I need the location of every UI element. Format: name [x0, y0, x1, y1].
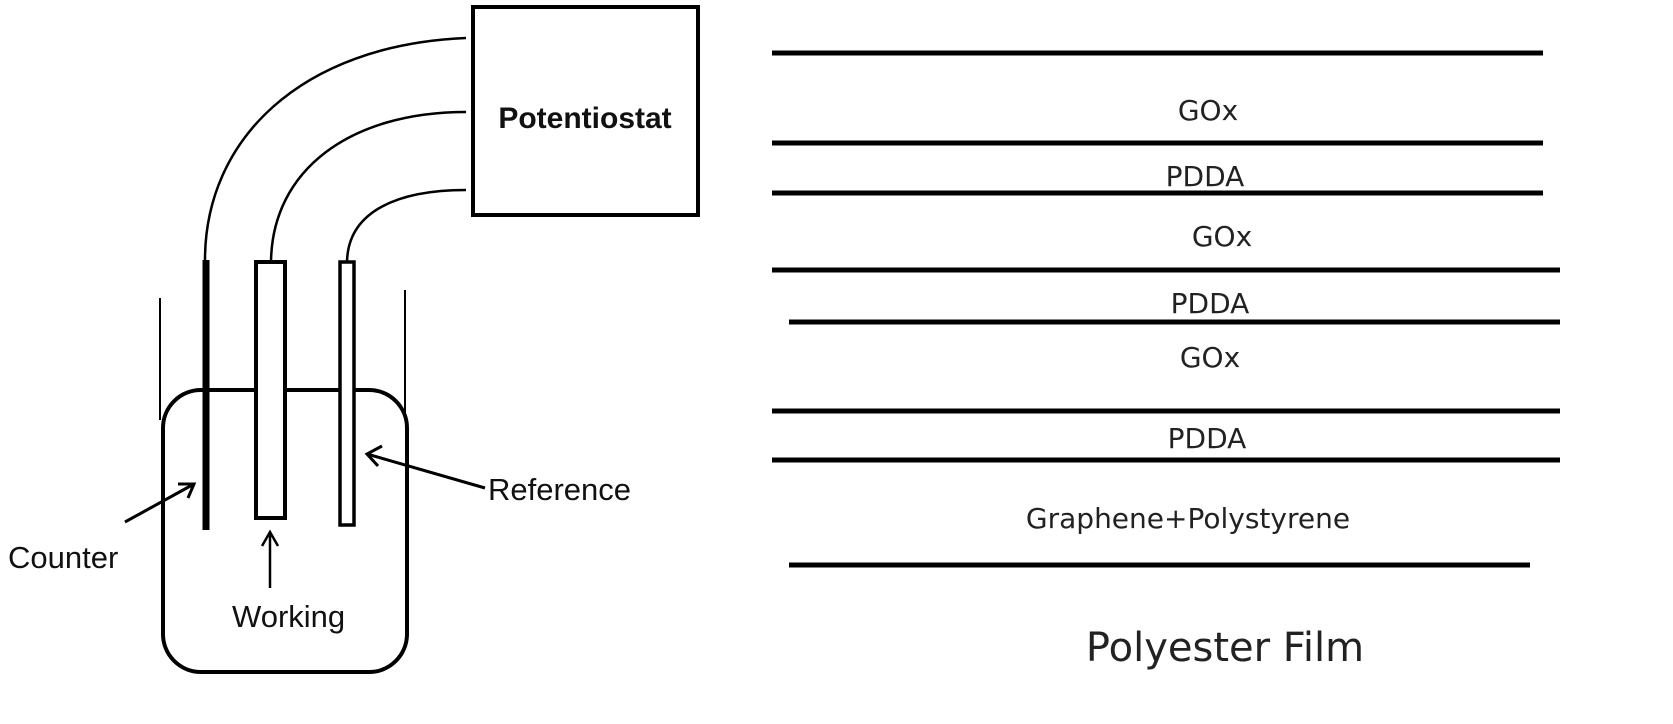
layer-pdda-middle: PDDA — [1171, 287, 1250, 320]
electrochemical-cell — [124, 5, 700, 674]
layer-stack — [772, 50, 1560, 568]
layer-gox-bottom: GOx — [1180, 341, 1240, 374]
layer-gox-middle: GOx — [1192, 220, 1252, 253]
layer-pdda-top: PDDA — [1166, 160, 1245, 193]
layer-pdda-bottom: PDDA — [1168, 422, 1247, 455]
counter-label: Counter — [8, 540, 118, 575]
reference-wire — [345, 188, 467, 263]
layer-gox-top: GOx — [1178, 94, 1238, 127]
working-wire — [269, 110, 467, 263]
counter-wire — [203, 36, 467, 261]
working-electrode — [254, 260, 287, 520]
working-arrow — [260, 529, 280, 588]
reference-label: Reference — [488, 472, 631, 507]
counter-arrow — [124, 482, 197, 524]
potentiostat-box — [471, 5, 700, 217]
layer-graphene-polystyrene: Graphene+Polystyrene — [1026, 502, 1350, 535]
layer-polyester-film: Polyester Film — [1086, 625, 1364, 671]
potentiostat-label: Potentiostat — [498, 102, 671, 135]
working-label: Working — [232, 599, 345, 634]
reference-arrow — [364, 444, 486, 490]
reference-electrode — [338, 260, 356, 527]
